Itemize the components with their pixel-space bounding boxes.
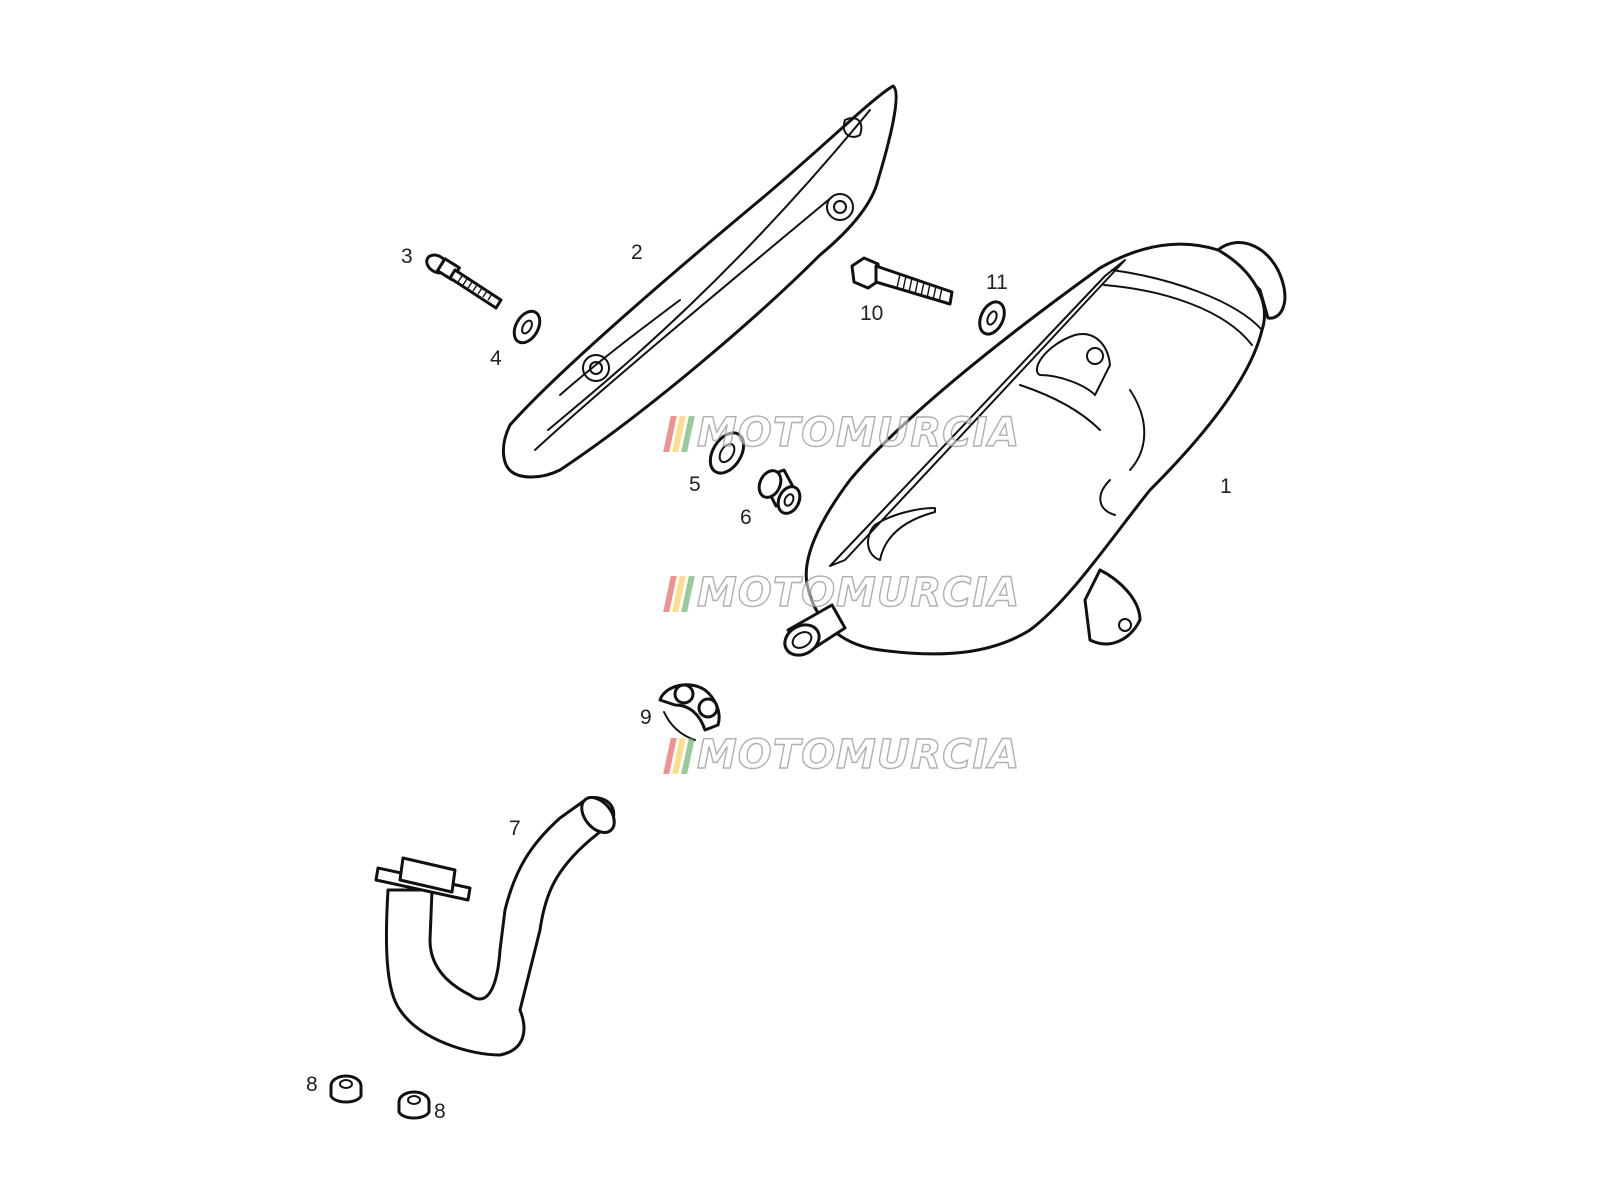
watermark-stripes [663,738,697,774]
watermark: MOTOMURCIA [663,409,1020,457]
grommet-6 [757,468,802,515]
callout-part-9: 9 [640,706,652,729]
callout-part-1: 1 [1220,475,1232,498]
watermark-text: MOTOMURCIA [696,409,1021,456]
spacer-5 [708,431,746,475]
callout-part-7: 7 [509,817,521,840]
callout-part-2: 2 [631,241,643,264]
callout-part-8a: 8 [306,1073,318,1096]
exhaust-pipe [374,796,616,1057]
washer-11 [978,300,1006,336]
washer-4 [512,309,542,345]
callout-part-3: 3 [401,245,413,268]
callout-part-5: 5 [689,473,701,496]
nut-8b [397,1090,431,1120]
callout-part-6: 6 [740,506,752,529]
nut-8a [329,1074,363,1104]
bolt-10 [850,256,954,306]
watermark: MOTOMURCIA [663,569,1020,617]
watermark: MOTOMURCIA [663,731,1020,779]
silencer [783,240,1287,657]
watermark-text: MOTOMURCIA [696,731,1021,778]
watermark-stripes [663,416,697,452]
watermark-stripes [663,576,697,612]
clamp-9 [658,683,721,741]
callout-part-8b: 8 [434,1100,446,1123]
callout-part-10: 10 [860,302,884,325]
callout-part-11: 11 [986,271,1008,294]
heat-shield [502,84,898,479]
watermark-text: MOTOMURCIA [696,569,1021,616]
callout-part-4: 4 [490,347,502,370]
bolt-3 [425,253,503,310]
